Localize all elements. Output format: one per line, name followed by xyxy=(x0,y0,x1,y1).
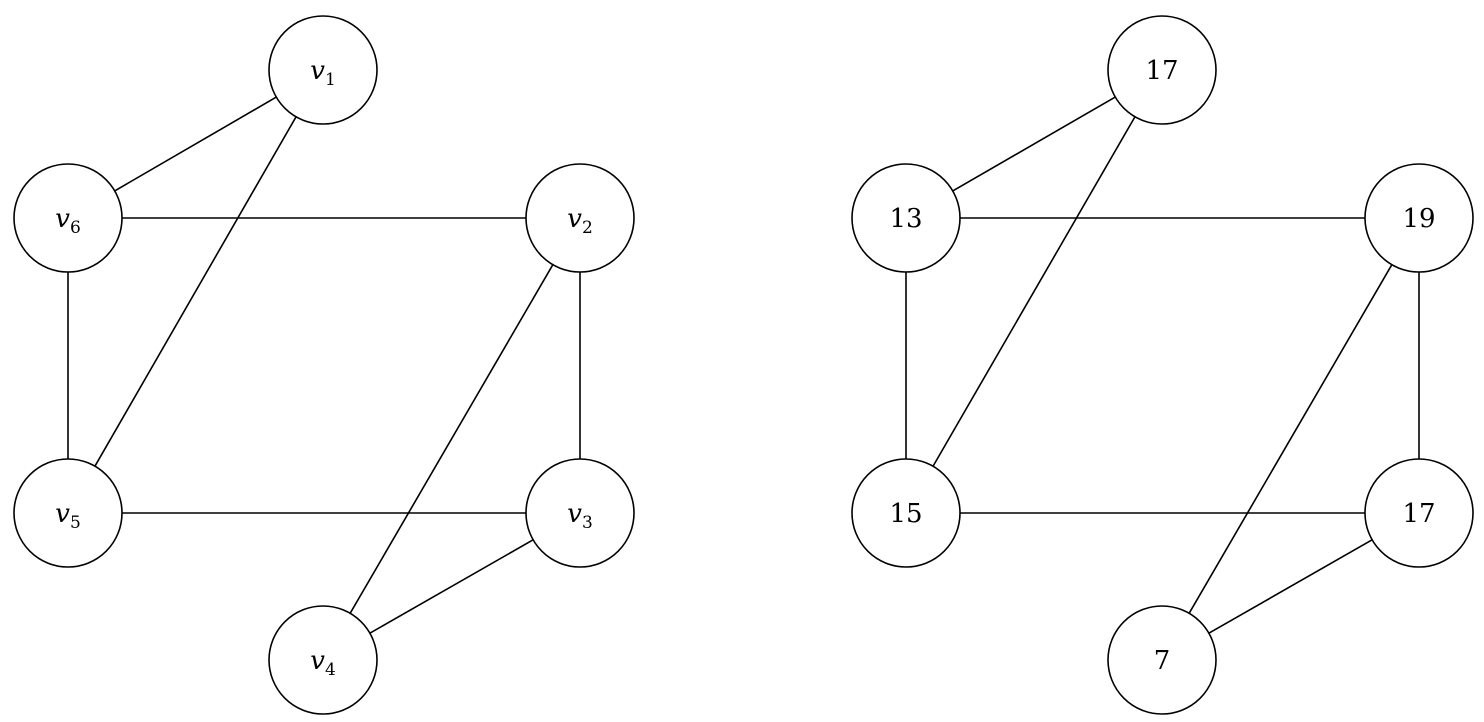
node-label-main: v xyxy=(310,56,325,86)
node-label-sub: 1 xyxy=(325,70,336,90)
node-circle xyxy=(851,163,961,273)
node-label: 15 xyxy=(889,499,922,529)
edge-left-v1-v6 xyxy=(114,96,277,192)
node-label: 17 xyxy=(1402,499,1435,529)
edge-left-v2-v4 xyxy=(349,264,554,614)
node-circle xyxy=(268,605,378,715)
node-circle xyxy=(1364,163,1474,273)
node-left-v2: v2 xyxy=(525,163,635,273)
node-circle xyxy=(851,458,961,568)
node-left-v4: v4 xyxy=(268,605,378,715)
node-label: v3 xyxy=(567,499,593,533)
node-label-main: v xyxy=(567,204,582,234)
node-label-main: 19 xyxy=(1402,204,1435,234)
node-label-sub: 6 xyxy=(70,218,81,238)
node-left-v3: v3 xyxy=(525,458,635,568)
node-circle xyxy=(13,458,123,568)
edge-right-r1-r5 xyxy=(932,116,1136,467)
node-label-main: v xyxy=(310,646,325,676)
node-circle xyxy=(1107,605,1217,715)
node-label-main: 17 xyxy=(1145,56,1178,86)
node-left-v6: v6 xyxy=(13,163,123,273)
edge-left-v1-v5 xyxy=(94,116,297,467)
node-label-sub: 5 xyxy=(70,513,81,533)
node-label-main: v xyxy=(55,499,70,529)
node-right-r6: 13 xyxy=(851,163,961,273)
node-right-r4: 7 xyxy=(1107,605,1217,715)
node-right-r2: 19 xyxy=(1364,163,1474,273)
edge-right-r2-r4 xyxy=(1188,264,1393,614)
node-label-main: 17 xyxy=(1402,499,1435,529)
node-label-main: v xyxy=(567,499,582,529)
node-label-sub: 2 xyxy=(582,218,593,238)
edge-right-r1-r6 xyxy=(952,96,1116,192)
node-circle xyxy=(525,163,635,273)
node-right-r5: 15 xyxy=(851,458,961,568)
node-label: 7 xyxy=(1154,646,1171,676)
node-label: 13 xyxy=(889,204,922,234)
node-label-sub: 3 xyxy=(582,513,593,533)
node-left-v5: v5 xyxy=(13,458,123,568)
node-label: 17 xyxy=(1145,56,1178,86)
node-circle xyxy=(13,163,123,273)
node-label: v4 xyxy=(310,646,336,680)
node-circle xyxy=(1364,458,1474,568)
node-label-sub: 4 xyxy=(325,660,336,680)
node-circle xyxy=(268,15,378,125)
edges-layer xyxy=(67,96,1420,634)
node-label-main: 15 xyxy=(889,499,922,529)
node-label: v5 xyxy=(55,499,81,533)
node-label: v1 xyxy=(310,56,336,90)
node-label: v2 xyxy=(567,204,593,238)
node-label-main: 13 xyxy=(889,204,922,234)
node-label: 19 xyxy=(1402,204,1435,234)
edge-left-v3-v4 xyxy=(369,539,534,634)
node-right-r1: 17 xyxy=(1107,15,1217,125)
node-label-main: 7 xyxy=(1154,646,1171,676)
node-right-r3: 17 xyxy=(1364,458,1474,568)
node-circle xyxy=(525,458,635,568)
node-label-main: v xyxy=(55,204,70,234)
node-label: v6 xyxy=(55,204,81,238)
edge-right-r3-r4 xyxy=(1208,539,1373,634)
node-circle xyxy=(1107,15,1217,125)
node-left-v1: v1 xyxy=(268,15,378,125)
